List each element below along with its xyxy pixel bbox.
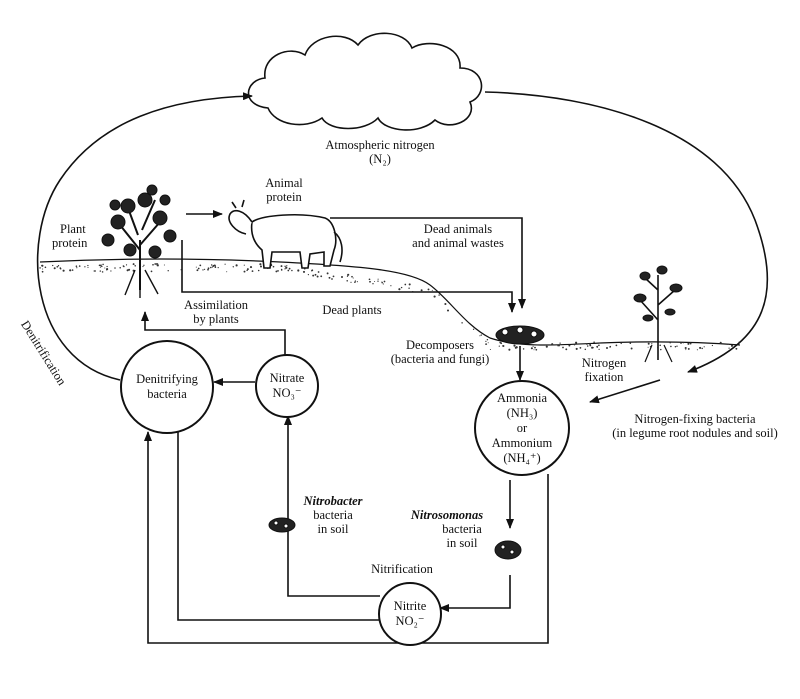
cloud-icon	[247, 32, 483, 131]
nitrosomonas-text-2: bacteria	[442, 522, 482, 536]
animal-protein-text-1: Animal	[265, 176, 303, 190]
fixation-to-ammonia-arrow	[589, 379, 661, 404]
ammonia-line-2: (NH₃)	[506, 405, 538, 420]
dead-animals-label: Dead animals and animal wastes	[398, 222, 518, 250]
nitrate-line-1: Nitrate	[269, 371, 305, 385]
plant-protein-label: Plant protein	[52, 222, 87, 250]
ammonia-node: Ammonia (NH₃) or Ammonium (NH₄⁺)	[474, 380, 570, 476]
nitrobacter-icon	[268, 517, 296, 533]
assimilation-arrow	[141, 311, 286, 356]
ammonia-line-3: or	[516, 420, 528, 435]
decomposers-label: Decomposers (bacteria and fungi)	[380, 338, 500, 366]
nitrogen-fixation-text-2: fixation	[584, 370, 624, 384]
assimilation-text-2: by plants	[193, 312, 239, 326]
denitrifying-bacteria-node: Denitrifying bacteria	[120, 340, 214, 434]
cow-icon	[228, 199, 343, 269]
ground-line	[39, 258, 741, 346]
ammonia-line-5: (NH₄⁺)	[503, 450, 541, 465]
atmospheric-nitrogen-text: Atmospheric nitrogen	[325, 138, 435, 152]
denitrifying-line-1: Denitrifying	[136, 372, 198, 386]
dead-animals-arrow	[330, 217, 526, 309]
nitrobacter-text-3: in soil	[317, 522, 349, 536]
dead-plants-text: Dead plants	[322, 303, 382, 317]
ammonia-to-denitrifying-arrow	[144, 431, 549, 644]
fixing-bacteria-text-2: (in legume root nodules and soil)	[612, 426, 778, 440]
plant-protein-text-2: protein	[52, 236, 88, 250]
nitrogen-fixing-bacteria-label: Nitrogen-fixing bacteria (in legume root…	[600, 412, 790, 440]
nitrification-label: Nitrification	[362, 562, 442, 576]
nitrogen-fixation-text-1: Nitrogen	[581, 356, 627, 370]
denitrifying-line-2: bacteria	[147, 387, 187, 401]
fixing-bacteria-text-1: Nitrogen-fixing bacteria	[634, 412, 756, 426]
soil-stipple	[39, 263, 740, 351]
nitrosomonas-to-nitrite-arrow	[439, 575, 511, 612]
decomposers-text-2: (bacteria and fungi)	[390, 352, 490, 366]
animal-protein-label: Animal protein	[254, 176, 314, 204]
nitrite-to-nitrate-arrow	[284, 415, 380, 597]
dead-plants-label: Dead plants	[312, 303, 392, 317]
nitrification-text: Nitrification	[371, 562, 433, 576]
decomposer-icon	[495, 325, 545, 345]
assimilation-label: Assimilation by plants	[176, 298, 256, 326]
plant-protein-text-1: Plant	[60, 222, 86, 236]
ammonia-line-1: Ammonia	[497, 390, 547, 405]
nitrite-to-denitrifying-arrow	[177, 428, 382, 621]
nitrite-line-1: Nitrite	[393, 599, 427, 613]
dead-animals-text-2: and animal wastes	[412, 236, 504, 250]
dead-plants-arrow	[181, 240, 516, 313]
nitrate-line-2: NO₃⁻	[272, 386, 302, 400]
fixation-arrow	[484, 91, 769, 373]
decomposers-text-1: Decomposers	[405, 338, 475, 352]
legume-plant-icon	[633, 265, 683, 363]
nitrosomonas-label: Nitrosomonas bacteria in soil	[402, 508, 492, 550]
nitrite-node: Nitrite NO₂⁻	[378, 582, 442, 646]
ammonia-line-4: Ammonium	[491, 435, 553, 450]
nitrite-line-2: NO₂⁻	[395, 614, 425, 628]
n2-text: (N₂)	[369, 152, 391, 166]
nitrosomonas-text: Nitrosomonas	[410, 508, 484, 522]
nitrogen-fixation-label: Nitrogen fixation	[574, 356, 634, 384]
nitrobacter-label: Nitrobacter bacteria in soil	[298, 494, 368, 536]
nitrosomonas-text-3: in soil	[446, 536, 478, 550]
nitrosomonas-icon	[494, 540, 522, 560]
dead-animals-text-1: Dead animals	[423, 222, 493, 236]
plant-icon	[101, 184, 177, 298]
animal-protein-text-2: protein	[266, 190, 302, 204]
nitrobacter-text-2: bacteria	[313, 508, 353, 522]
atmospheric-nitrogen-label: Atmospheric nitrogen (N₂)	[300, 138, 460, 166]
denitrification-arrow	[36, 92, 253, 381]
nitrate-node: Nitrate NO₃⁻	[255, 354, 319, 418]
assimilation-text-1: Assimilation	[184, 298, 248, 312]
nitrobacter-text: Nitrobacter	[303, 494, 363, 508]
